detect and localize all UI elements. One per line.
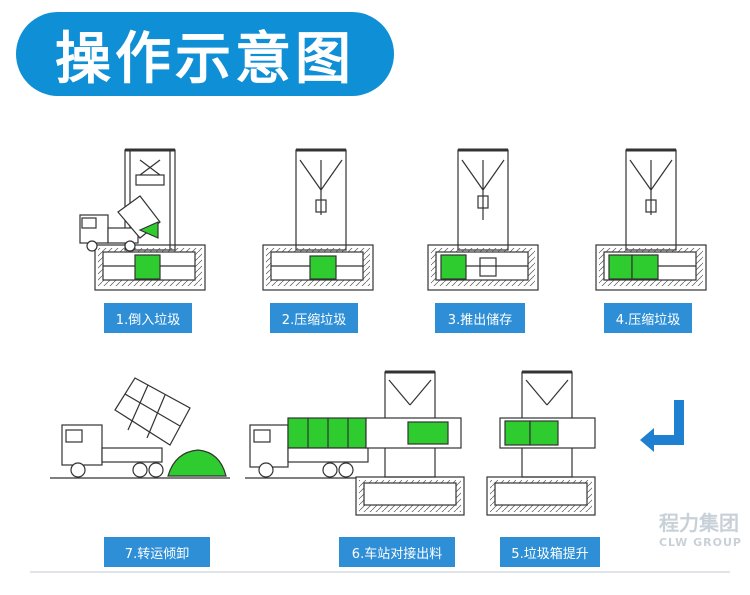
step-4-illustration — [595, 148, 707, 291]
step-3-illustration — [427, 148, 539, 291]
step-2-illustration — [262, 148, 374, 291]
flow-arrow-icon — [640, 400, 684, 452]
step-7-caption: 7.转运倾卸 — [104, 537, 210, 567]
step-5-illustration — [486, 370, 596, 516]
step-3-caption: 3.推出储存 — [435, 303, 525, 333]
process-diagram — [50, 148, 707, 516]
page-title: 操作示意图 — [55, 26, 355, 92]
page-title-badge: 操作示意图 — [16, 12, 394, 96]
step-4-caption: 4.压缩垃圾 — [604, 303, 692, 333]
step-1-illustration — [79, 148, 206, 291]
bottom-divider — [30, 571, 730, 573]
step-6-caption: 6.车站对接出料 — [339, 537, 455, 567]
step-2-caption: 2.压缩垃圾 — [270, 303, 358, 333]
step-7-illustration — [50, 377, 230, 479]
watermark-sub: CLW GROUP — [658, 536, 742, 549]
step-5-caption: 5.垃圾箱提升 — [500, 537, 600, 567]
step-1-caption: 1.倒入垃圾 — [104, 303, 192, 333]
brand-watermark: 程力集团 CLW GROUP — [659, 507, 742, 549]
step-6-illustration — [245, 370, 465, 516]
watermark-name: 程力集团 — [658, 511, 739, 535]
